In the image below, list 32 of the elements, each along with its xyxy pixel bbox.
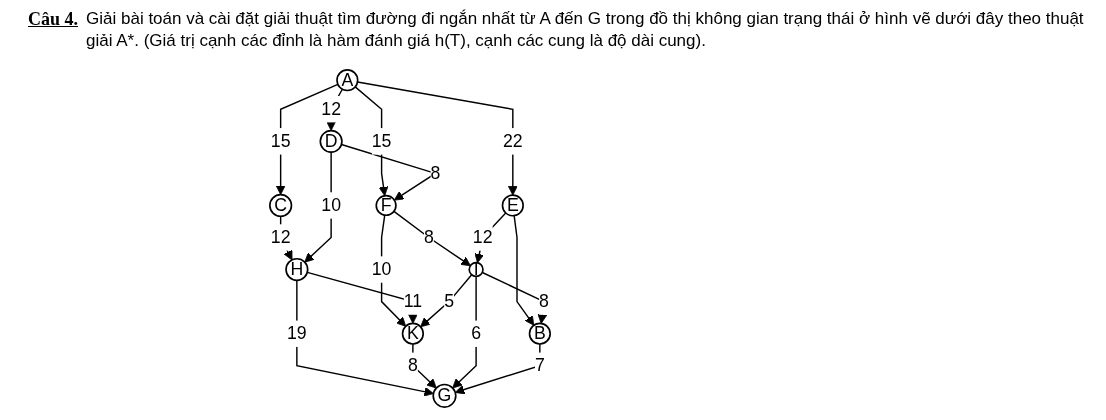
node-circle: K bbox=[401, 322, 425, 345]
node-circle: G bbox=[432, 383, 457, 408]
question-text: Giải bài toán và cài đặt giải thuật tìm đường đi ngắn nhất từ A đến G trong đồ thị không gian trạng thái ở hình vẽ dưới đây theo thuật giải A*. (Giá trị cạnh các đỉnh là hàm đánh giá h(T), cạnh các cung là độ dài cung). bbox=[86, 8, 1085, 52]
edge-label: 8 bbox=[407, 355, 418, 375]
edge-label: 6 bbox=[471, 323, 482, 343]
question-number: Câu 4. bbox=[28, 8, 78, 30]
arrow bbox=[513, 214, 535, 326]
edge-label: 15 bbox=[270, 131, 291, 151]
arrow bbox=[420, 274, 473, 328]
edge-label: 11 bbox=[403, 291, 423, 311]
edge-label: 5 bbox=[444, 291, 454, 311]
node-circle: D bbox=[319, 129, 343, 153]
edge-label: 22 bbox=[502, 131, 523, 151]
node-circle: B bbox=[528, 322, 551, 345]
arrow bbox=[393, 210, 471, 267]
node-circle: F bbox=[375, 194, 397, 217]
arrow bbox=[296, 279, 434, 397]
edge-label: 7 bbox=[534, 355, 545, 375]
edge-label: 12 bbox=[472, 227, 493, 247]
edge-label: 19 bbox=[287, 323, 307, 343]
edge-label: 15 bbox=[371, 131, 392, 151]
node-circle: E bbox=[501, 194, 524, 217]
node-circle: A bbox=[336, 69, 359, 92]
node-circle: C bbox=[269, 193, 293, 218]
node-circle: H bbox=[285, 257, 309, 282]
edge-label: 8 bbox=[539, 291, 549, 311]
edge-label: 10 bbox=[321, 195, 341, 215]
edge-label: 12 bbox=[321, 99, 341, 119]
edge-label: 8 bbox=[430, 163, 441, 183]
edge-label: 8 bbox=[423, 227, 434, 247]
edge-label: 12 bbox=[270, 227, 291, 247]
edge-label: 10 bbox=[371, 259, 392, 279]
